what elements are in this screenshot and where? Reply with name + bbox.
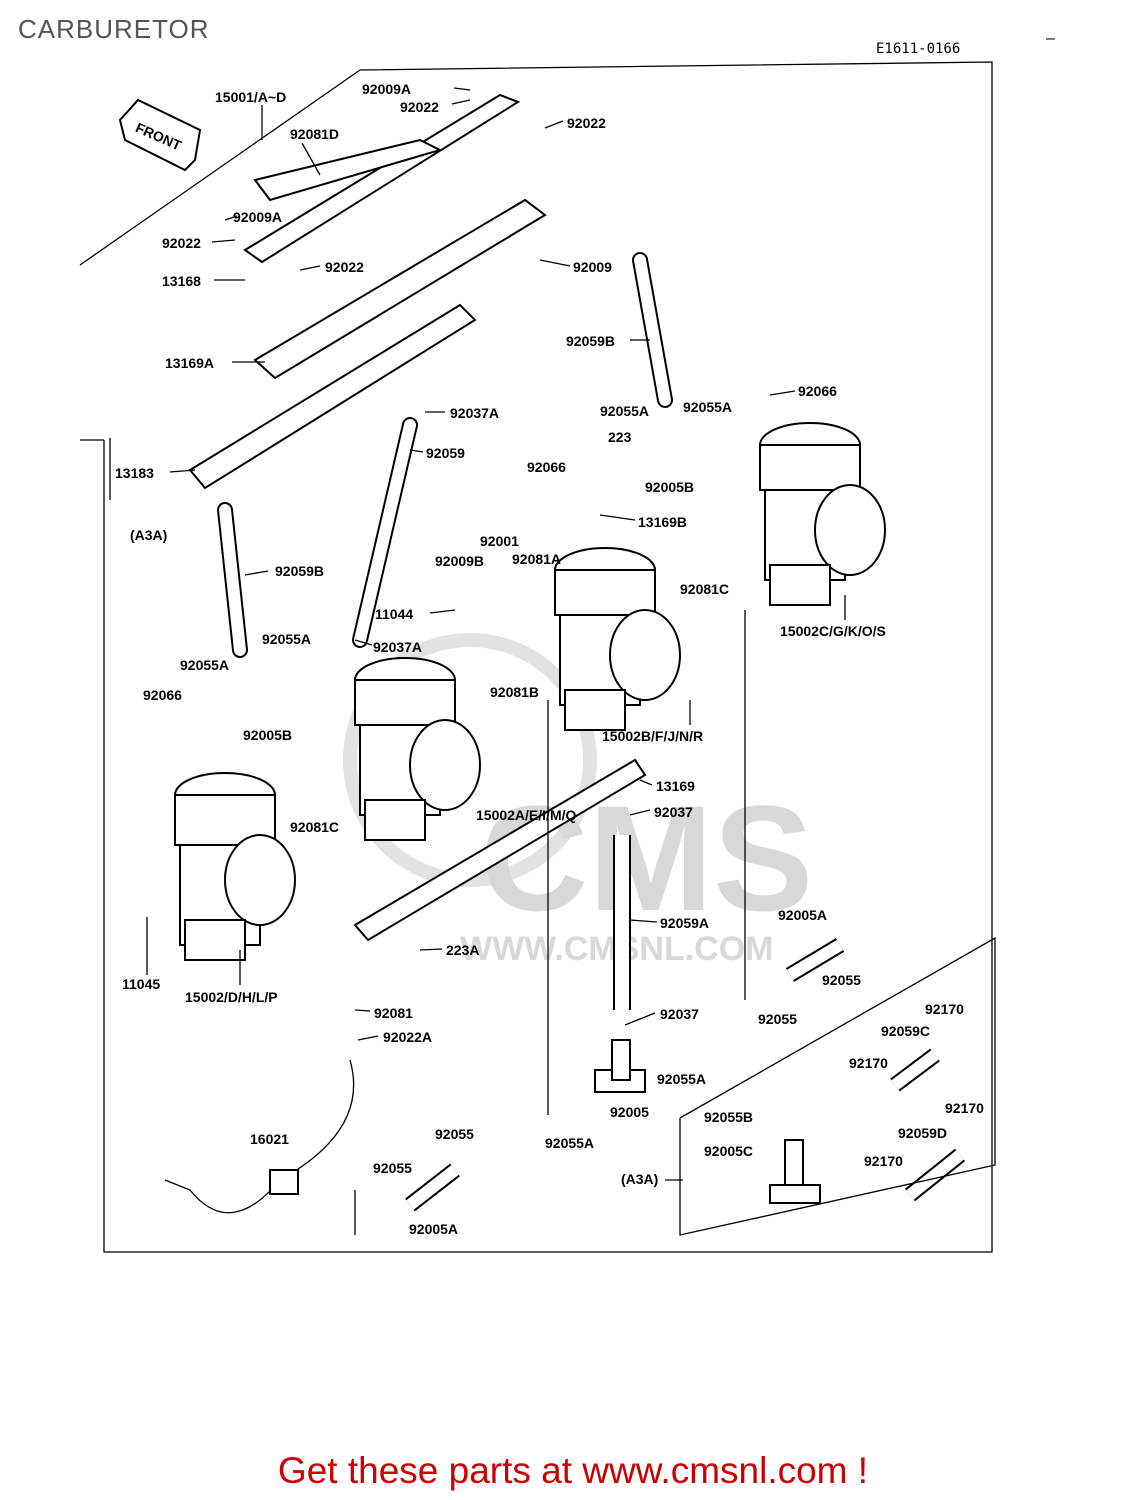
part-label-92059a: 92059A (660, 915, 709, 931)
part-label-13169b: 13169B (638, 514, 687, 530)
part-label-92037a: 92037A (373, 639, 422, 655)
footer-promo-link[interactable]: Get these parts at www.cmsnl.com ! (277, 1450, 869, 1491)
part-label-92055: 92055 (435, 1126, 474, 1142)
part-label-15002b-f-j-n-r: 15002B/F/J/N/R (602, 728, 703, 744)
part-label-92009a: 92009A (233, 209, 282, 225)
part-label-92066: 92066 (527, 459, 566, 475)
part-label-92005c: 92005C (704, 1143, 753, 1159)
part-label-92009: 92009 (573, 259, 612, 275)
part-label-11044: 11044 (375, 606, 413, 622)
part-label-92005: 92005 (610, 1104, 649, 1120)
part-label-15001-a-d: 15001/A~D (215, 89, 286, 105)
part-label-92009a: 92009A (362, 81, 411, 97)
part-label-15002a-e-i-m-q: 15002A/E/I/M/Q (476, 807, 576, 823)
choke-cable-16021 (164, 1059, 355, 1214)
part-labels: 15001/A~D 92009A 92022 92022 92081D 92009A 920… (115, 81, 984, 1237)
subassembly-frame (679, 936, 996, 1236)
fuel-fitting-92005c (769, 1139, 821, 1204)
part-label-13169: 13169 (656, 778, 695, 794)
part-label-13168: 13168 (162, 273, 201, 289)
plate-13169 (353, 758, 647, 942)
carburetor-1 (174, 772, 296, 961)
part-label-92081b: 92081B (490, 684, 539, 700)
part-label-223a: 223A (446, 942, 479, 958)
part-label-92037: 92037 (660, 1006, 699, 1022)
part-label-92170: 92170 (864, 1153, 903, 1169)
part-label-92037: 92037 (654, 804, 693, 820)
part-label-92022: 92022 (325, 259, 364, 275)
part-label-92055a: 92055A (545, 1135, 594, 1151)
part-label-13169a: 13169A (165, 355, 214, 371)
part-label-92055a: 92055A (657, 1071, 706, 1087)
part-label-92059: 92059 (426, 445, 465, 461)
diagram-code: E1611-0166 (876, 41, 961, 57)
part-label-92055b: 92055B (704, 1109, 753, 1125)
carburetor-4 (759, 422, 886, 606)
fuel-tee-92005 (594, 1039, 646, 1093)
part-label-92055a: 92055A (600, 403, 649, 419)
part-label-92055a: 92055A (180, 657, 229, 673)
part-label-92005a: 92005A (409, 1221, 458, 1237)
part-label-92001: 92001 (480, 533, 519, 549)
hoses (217, 252, 965, 1212)
part-label-92066: 92066 (798, 383, 837, 399)
part-label-92059b: 92059B (275, 563, 324, 579)
page-title: CARBURETOR (18, 14, 210, 44)
carburetor-2 (354, 657, 481, 841)
part-label-15002c-g-k-o-s: 15002C/G/K/O/S (780, 623, 886, 639)
part-label-92170: 92170 (925, 1001, 964, 1017)
part-label-92055: 92055 (822, 972, 861, 988)
part-label-92055: 92055 (758, 1011, 797, 1027)
part-label-92022: 92022 (162, 235, 201, 251)
part-label-92170: 92170 (945, 1100, 984, 1116)
part-label-92009b: 92009B (435, 553, 484, 569)
part-label-92022: 92022 (400, 99, 439, 115)
part-label-92022: 92022 (567, 115, 606, 131)
part-label-a3a: (A3A) (130, 527, 167, 543)
front-arrow: FRONT (118, 98, 202, 172)
part-label-11045: 11045 (122, 976, 160, 992)
part-label-16021: 16021 (250, 1131, 289, 1147)
part-label-92005a: 92005A (778, 907, 827, 923)
part-label-92022a: 92022A (383, 1029, 432, 1045)
part-label-92005b: 92005B (243, 727, 292, 743)
part-label-92081a: 92081A (512, 551, 561, 567)
part-label-a3a: (A3A) (621, 1171, 658, 1187)
assembly-frame (79, 61, 993, 1253)
part-label-92055: 92055 (373, 1160, 412, 1176)
part-label-92059b: 92059B (566, 333, 615, 349)
part-label-92081d: 92081D (290, 126, 339, 142)
carburetor-3 (554, 547, 681, 731)
leader-lines (109, 87, 846, 1235)
corner-mark: – (1046, 30, 1055, 47)
part-label-92170: 92170 (849, 1055, 888, 1071)
part-label-92066: 92066 (143, 687, 182, 703)
plate-13183 (188, 303, 477, 490)
part-label-15002-d-h-l-p: 15002/D/H/L/P (185, 989, 278, 1005)
part-label-92005b: 92005B (645, 479, 694, 495)
bracket-13168 (243, 93, 521, 264)
part-label-92059d: 92059D (898, 1125, 947, 1141)
part-label-92037a: 92037A (450, 405, 499, 421)
part-label-92059c: 92059C (881, 1023, 930, 1039)
plate-13169a (253, 198, 547, 380)
part-label-92081: 92081 (374, 1005, 413, 1021)
part-label-223: 223 (608, 429, 632, 445)
part-label-92055a: 92055A (683, 399, 732, 415)
watermark-logo: CMS (480, 774, 813, 942)
part-label-92055a: 92055A (262, 631, 311, 647)
part-label-92081c: 92081C (680, 581, 729, 597)
part-label-13183: 13183 (115, 465, 154, 481)
part-label-92081c: 92081C (290, 819, 339, 835)
